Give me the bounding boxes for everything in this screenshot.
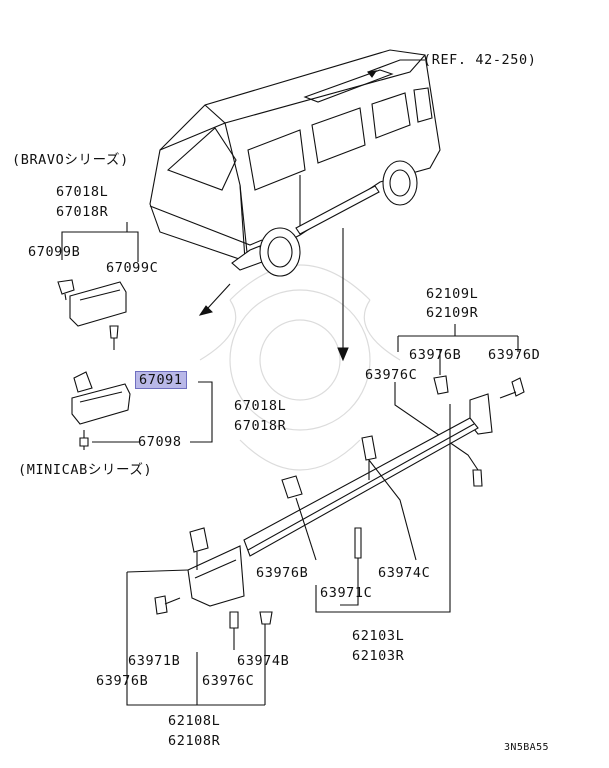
ref-leader [367,59,425,73]
part-67099C: 67099C [106,260,159,276]
part-67018R-mid: 67018R [234,418,287,434]
arrow-to-mudflap [207,283,231,309]
part-63976C-low: 63976C [202,673,255,689]
part-67098: 67098 [138,434,182,450]
part-63976B-low: 63976B [96,673,149,689]
part-62108L: 62108L [168,713,221,729]
part-67091[interactable]: 67091 [135,371,187,389]
diagram-code: 3N5BA55 [504,742,549,753]
part-63974B: 63974B [237,653,290,669]
part-63971C: 63971C [320,585,373,601]
part-62103R: 62103R [352,648,405,664]
part-63971B: 63971B [128,653,181,669]
group-minicab: (MINICABシリーズ) [18,462,153,478]
group-bravo: (BRAVOシリーズ) [12,152,129,168]
part-63976B-mid: 63976B [256,565,309,581]
part-63976C-upper: 63976C [365,367,418,383]
ref-label: (REF. 42-250) [423,52,537,68]
part-63976B-upper: 63976B [409,347,462,363]
front-garnish [187,545,245,607]
van-illustration [149,49,441,277]
part-62103L: 62103L [352,628,405,644]
part-62108R: 62108R [168,733,221,749]
part-67018R-top: 67018R [56,204,109,220]
part-62109L: 62109L [426,286,479,302]
part-67099B: 67099B [28,244,81,260]
part-67018L-top: 67018L [56,184,109,200]
watermark [199,264,401,471]
part-62109R: 62109R [426,305,479,321]
part-63974C: 63974C [378,565,431,581]
part-67018L-mid: 67018L [234,398,287,414]
mudflap-bravo [69,281,127,327]
mudflap-minicab [71,383,131,425]
part-63976D: 63976D [488,347,541,363]
